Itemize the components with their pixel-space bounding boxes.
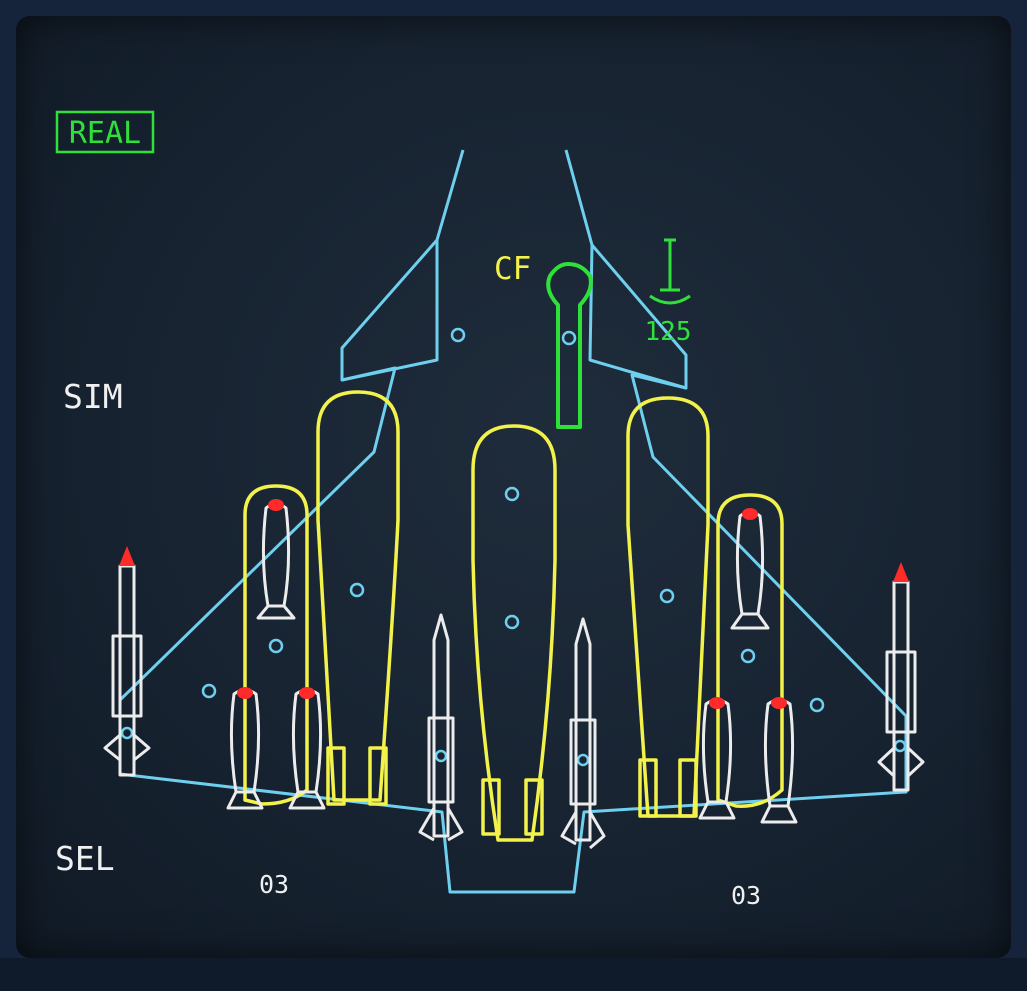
left-station-count: 03 — [259, 870, 289, 899]
cannon-icon[interactable] — [546, 262, 593, 429]
gun-rounds-readout: 125 — [645, 317, 692, 347]
bomb-icon — [256, 502, 296, 620]
bezel-bottom-bar — [0, 958, 1027, 991]
right-station-count: 03 — [731, 881, 761, 910]
real-mode-label: REAL — [69, 116, 141, 151]
centerline-station-label: CF — [494, 251, 531, 287]
missile-icon — [877, 580, 925, 792]
bomb-icon — [760, 698, 798, 824]
fuel-tank-icon — [243, 390, 784, 842]
missile-icon — [103, 564, 151, 777]
weapons — [103, 502, 925, 850]
missile-icon — [418, 613, 464, 842]
seeker-tips — [119, 499, 909, 709]
missile-icon — [560, 617, 606, 850]
hardpoint-markers — [120, 327, 907, 767]
real-mode-button[interactable]: REAL — [55, 110, 155, 154]
bomb-icon — [730, 510, 770, 630]
sim-option-label[interactable]: SIM — [63, 377, 123, 416]
gun-ammo-icon — [649, 238, 691, 305]
sel-option-label[interactable]: SEL — [55, 839, 115, 878]
